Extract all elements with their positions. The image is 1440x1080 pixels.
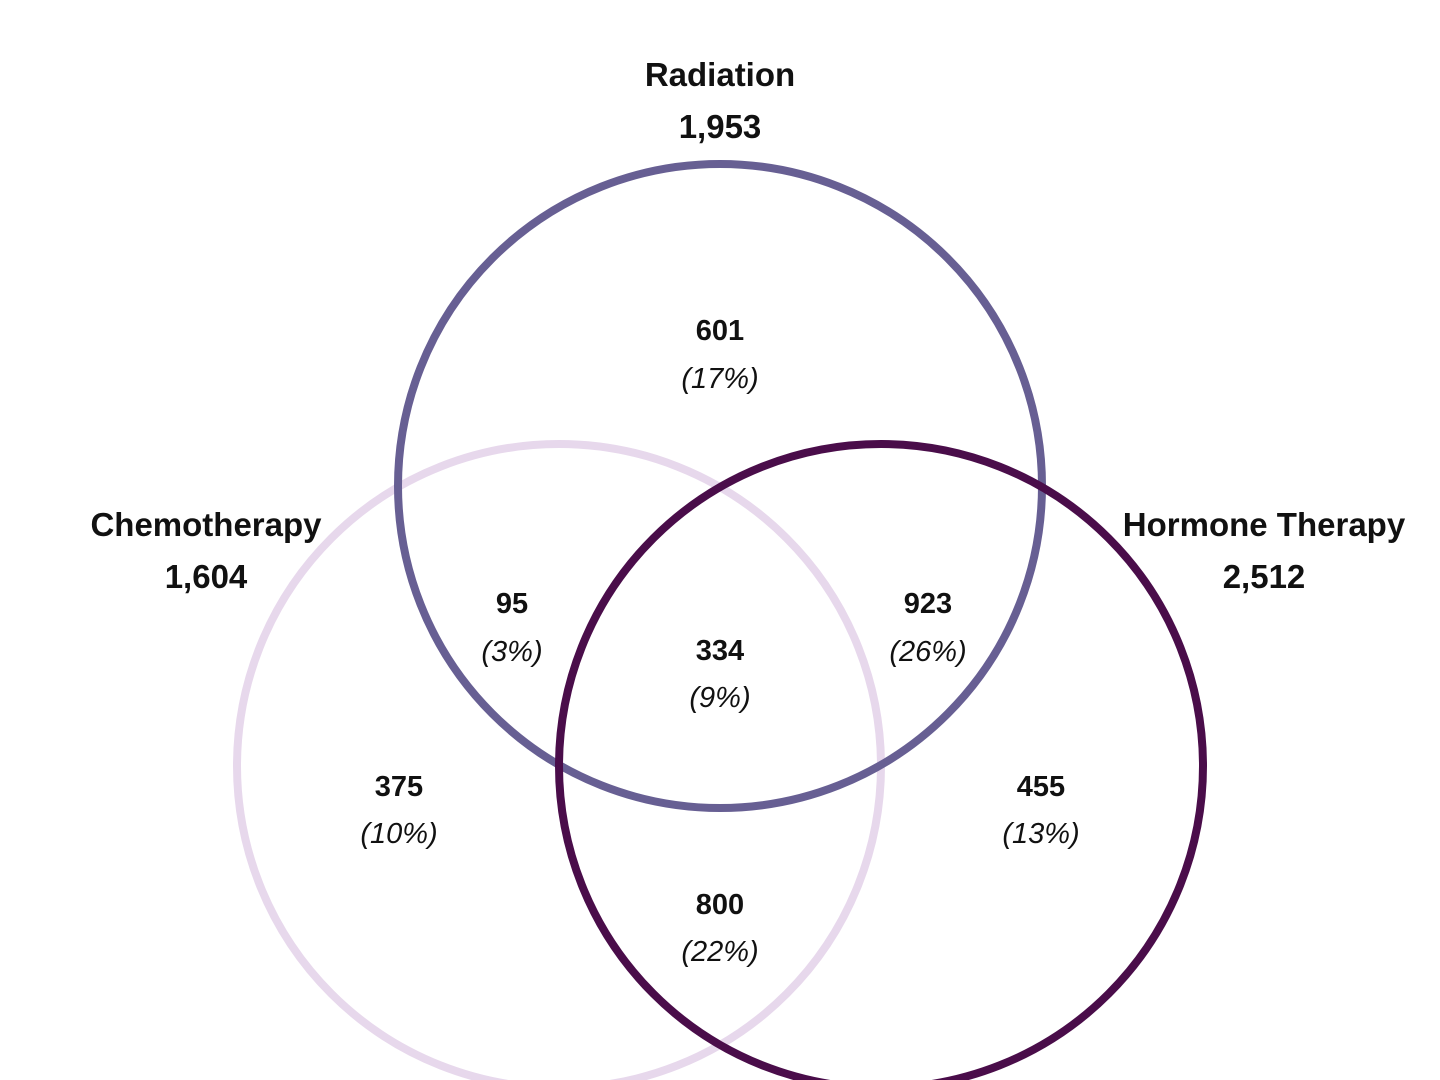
radiation-only-percent: (17%) [681, 363, 758, 395]
hormone-therapy-set-total: 2,512 [1223, 558, 1306, 595]
chemo-hormone-percent: (22%) [681, 936, 758, 968]
radiation-set-name: Radiation [645, 56, 795, 93]
chemotherapy-set-total: 1,604 [165, 558, 248, 595]
hormone-only-count: 455 [1017, 771, 1065, 803]
all-three-count: 334 [696, 635, 744, 667]
hormone-only-percent: (13%) [1002, 818, 1079, 850]
radiation-only-count: 601 [696, 315, 744, 347]
hormone-therapy-circle [555, 440, 1207, 1080]
chemotherapy-set-name: Chemotherapy [90, 506, 322, 543]
radiation-hormone-count: 923 [904, 588, 952, 620]
radiation-set-total: 1,953 [679, 108, 762, 145]
all-three-percent: (9%) [689, 682, 750, 714]
radiation-hormone-percent: (26%) [889, 636, 966, 668]
hormone-therapy-set-name: Hormone Therapy [1123, 506, 1406, 543]
chemo-only-percent: (10%) [360, 818, 437, 850]
chemo-radiation-count: 95 [496, 588, 528, 620]
chemo-radiation-percent: (3%) [481, 636, 542, 668]
chemo-hormone-count: 800 [696, 889, 744, 921]
chemo-only-count: 375 [375, 771, 423, 803]
